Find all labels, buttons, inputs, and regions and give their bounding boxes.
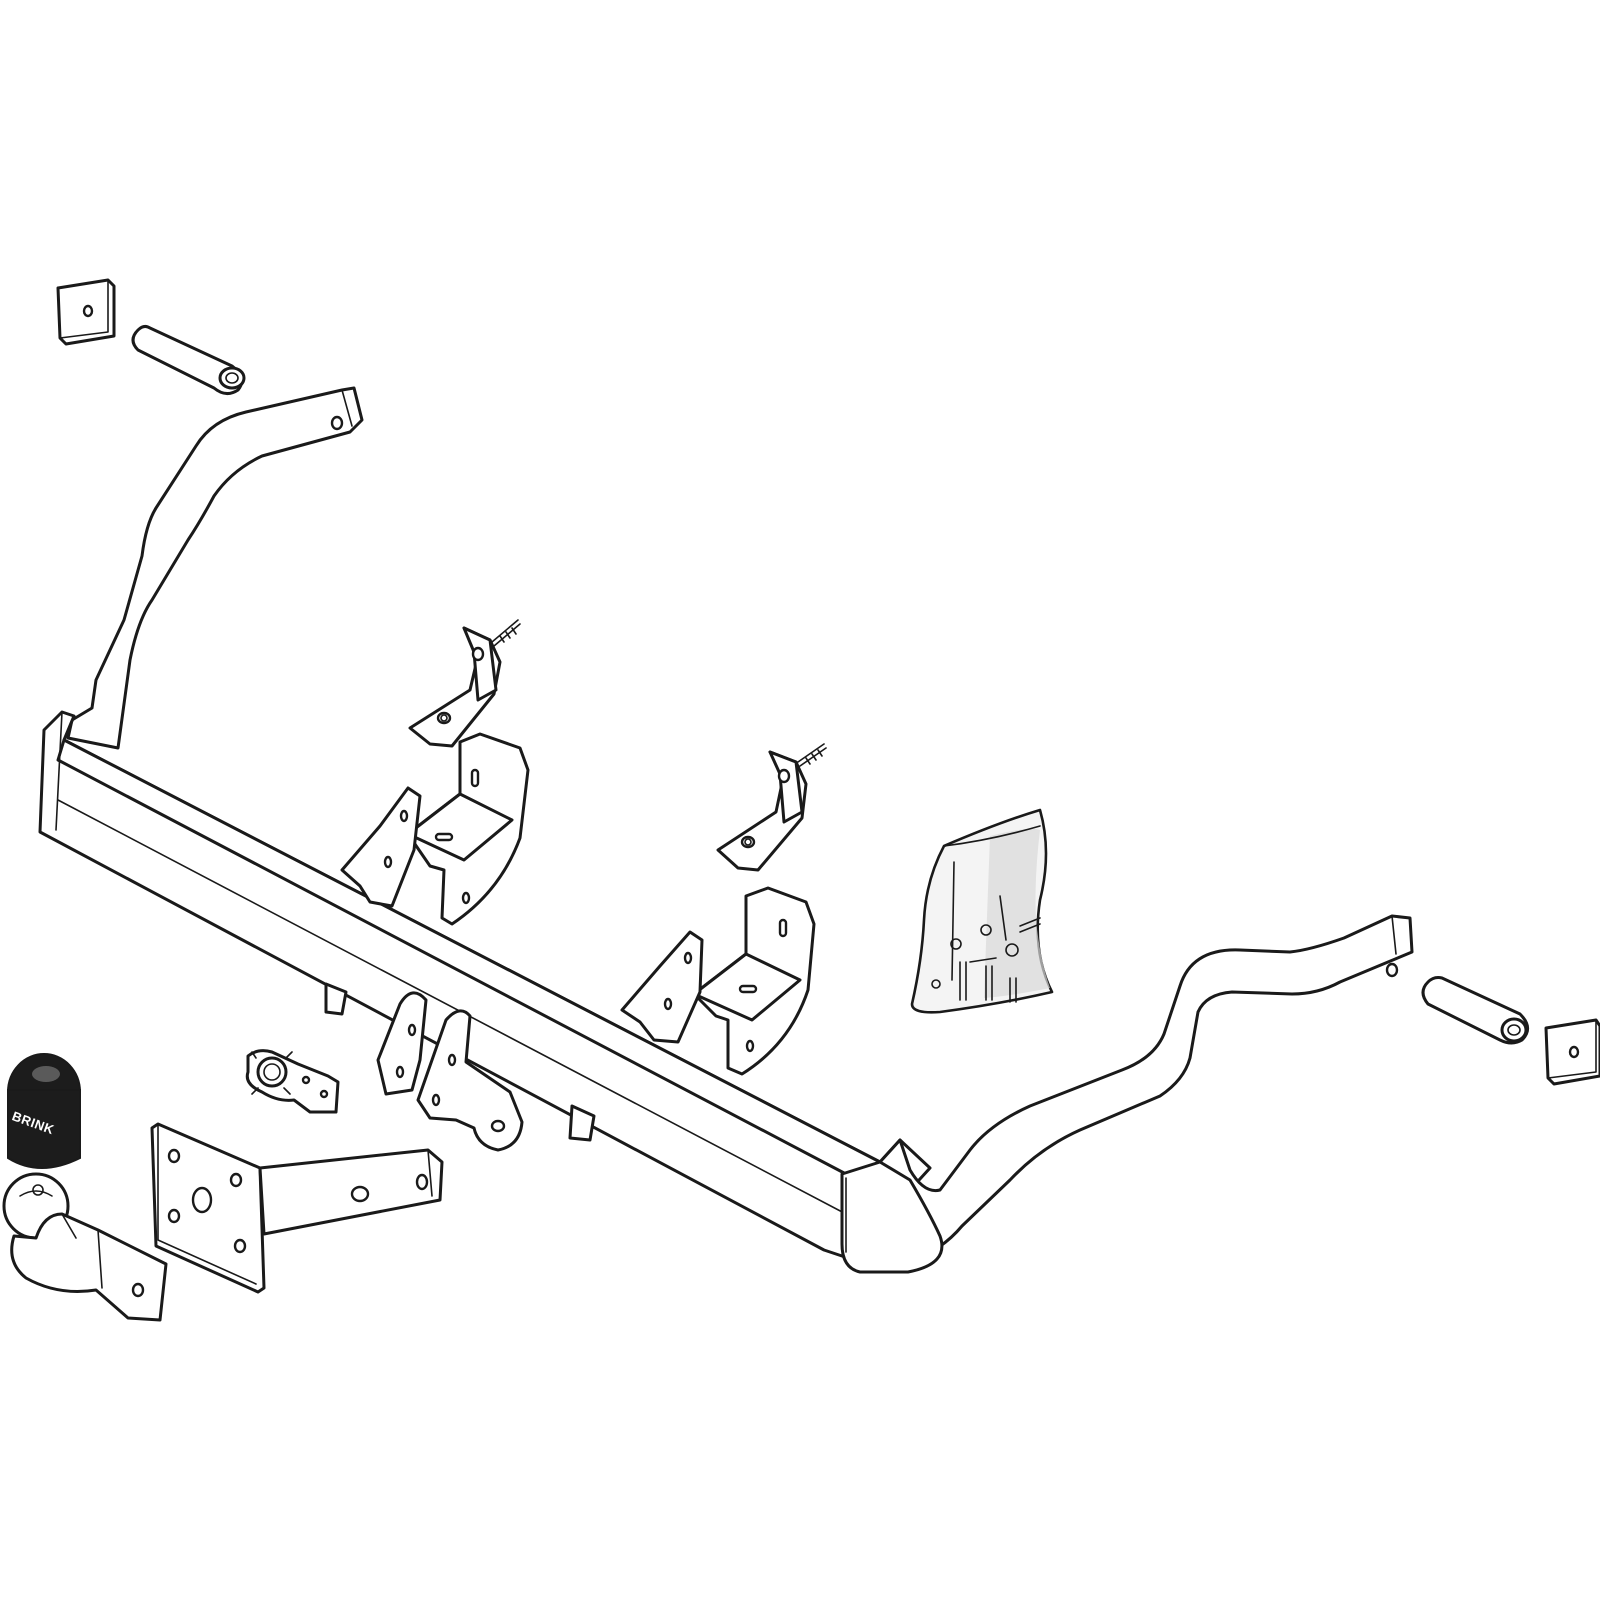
crossbar-lug-left [324,982,348,1016]
hardware-bag [910,808,1054,1014]
angle-bracket-1 [408,619,521,748]
crossbar-end-cap [840,1160,944,1274]
right-square-plate [1544,1018,1600,1086]
ball-mount-plate [150,1122,444,1294]
left-square-plate [56,278,116,346]
mount-bracket-1 [340,732,530,926]
socket-plate [245,1049,340,1114]
center-bracket [376,991,524,1152]
left-spacer-tube [131,324,246,395]
tow-ball-cover: BRINK [7,1053,81,1169]
angle-bracket-2 [716,743,827,872]
right-side-arm [844,914,1414,1268]
crossbar-lug-mid [568,1104,596,1142]
left-side-arm [66,386,364,750]
right-spacer-tube [1421,976,1529,1045]
mount-bracket-2 [620,886,816,1076]
tow-ball-neck [2,1172,168,1322]
main-crossbar [38,710,932,1260]
